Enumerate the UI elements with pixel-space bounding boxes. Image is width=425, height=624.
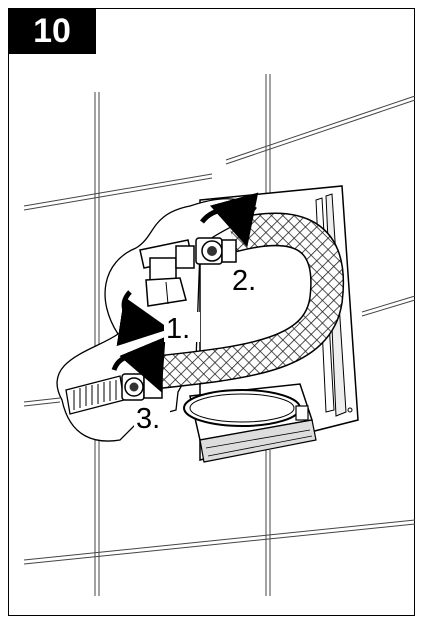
- upper-hose-nut: [196, 238, 236, 264]
- step-label-3: 3.: [136, 403, 160, 435]
- drain-siphon: [184, 384, 316, 462]
- step-label-2: 2.: [232, 265, 256, 297]
- step-label-1: 1.: [166, 313, 190, 345]
